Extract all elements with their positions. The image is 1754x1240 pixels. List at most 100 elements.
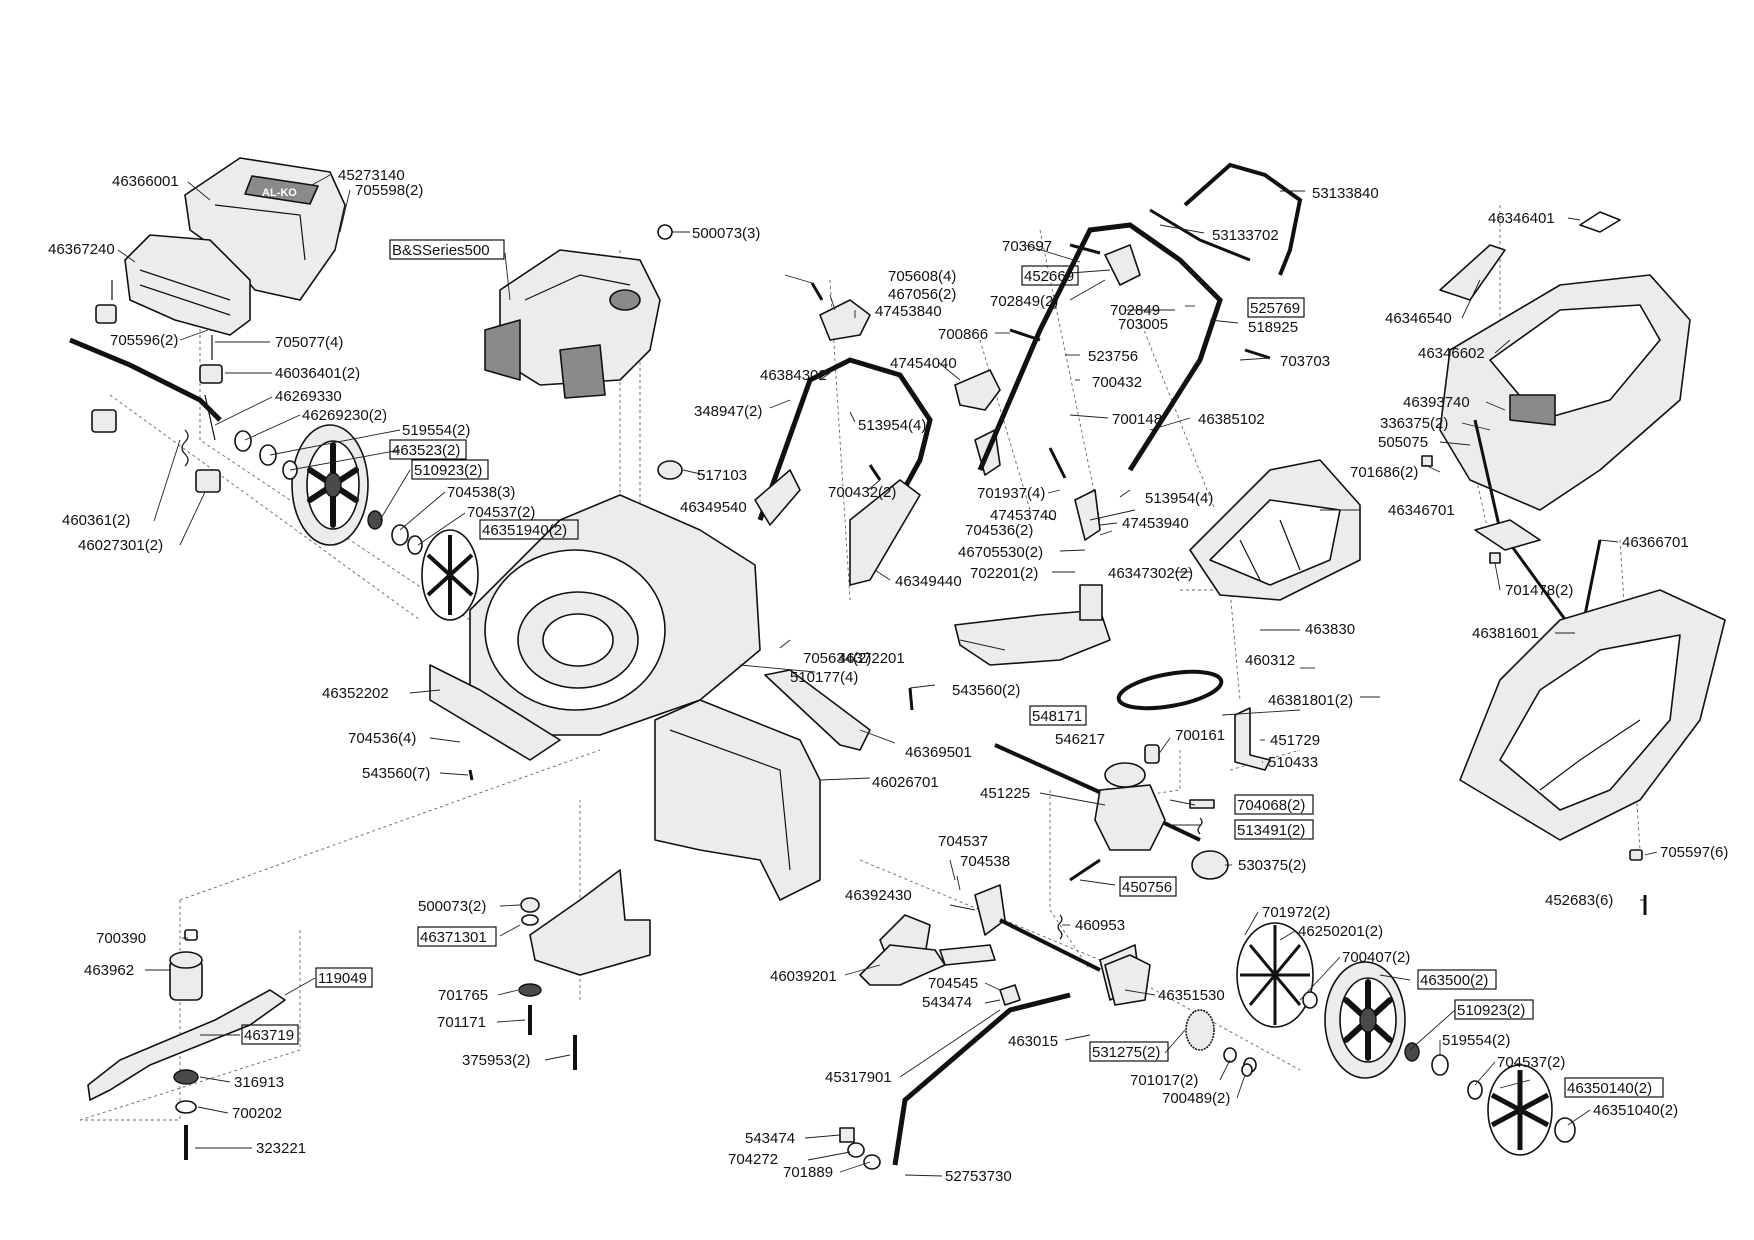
label-500073-bottom: 500073(2) xyxy=(418,898,486,915)
label-704545: 704545 xyxy=(928,975,978,992)
label-500073-top: 500073(3) xyxy=(692,225,760,242)
label-46039201: 46039201 xyxy=(770,968,837,985)
bolts xyxy=(468,243,1647,915)
label-704536-left: 704536(4) xyxy=(348,730,416,747)
label-702849-left: 702849(2) xyxy=(990,293,1058,310)
label-510923-right: 510923(2) xyxy=(1457,1002,1525,1019)
washers-left xyxy=(234,430,423,555)
label-45317901: 45317901 xyxy=(825,1069,892,1086)
label-519554-left: 519554(2) xyxy=(402,422,470,439)
label-engine-series: B&SSeries500 xyxy=(392,242,490,259)
label-463962: 463962 xyxy=(84,962,134,979)
label-box-463500 xyxy=(1417,969,1497,990)
label-450756: 450756 xyxy=(1122,879,1172,896)
mulch-plug-part xyxy=(954,584,1111,666)
label-463523: 463523(2) xyxy=(392,442,460,459)
label-46027301: 46027301(2) xyxy=(78,537,163,554)
grass-box-frame xyxy=(1473,419,1602,644)
small-hardware-right xyxy=(1241,455,1643,1077)
blade-assembly xyxy=(87,929,286,1160)
label-451729: 451729 xyxy=(1270,732,1320,749)
lower-handle-part xyxy=(754,357,933,586)
label-510923-left: 510923(2) xyxy=(414,462,482,479)
label-box-46371301 xyxy=(417,926,497,947)
label-box-704068 xyxy=(1234,794,1314,815)
label-45273140: 45273140 xyxy=(338,167,405,184)
label-705598: 705598(2) xyxy=(355,182,423,199)
label-46381801: 46381801(2) xyxy=(1268,692,1353,709)
label-705077: 705077(4) xyxy=(275,334,343,351)
label-704536-mid: 704536(2) xyxy=(965,522,1033,539)
label-46384302: 46384302 xyxy=(760,367,827,384)
label-box-513491 xyxy=(1234,819,1314,840)
label-702849-right: 702849 xyxy=(1110,302,1160,319)
engine-part xyxy=(484,249,661,399)
brake-bar-part xyxy=(1149,162,1303,276)
label-46352202: 46352202 xyxy=(322,685,389,702)
label-701171: 701171 xyxy=(437,1014,486,1031)
label-47453840: 47453840 xyxy=(875,303,942,320)
label-119049: 119049 xyxy=(318,970,367,987)
label-705596: 705596(2) xyxy=(110,332,178,349)
label-46705530: 46705530(2) xyxy=(958,544,1043,561)
label-46351530: 46351530 xyxy=(1158,987,1225,1004)
label-46347302: 46347302(2) xyxy=(1108,565,1193,582)
label-46350140: 46350140(2) xyxy=(1567,1080,1652,1097)
label-box-46351940 xyxy=(479,519,579,540)
leader-lines xyxy=(117,174,1658,1177)
label-348947: 348947(2) xyxy=(694,403,762,420)
label-518925: 518925 xyxy=(1248,319,1298,336)
label-46366001: 46366001 xyxy=(112,173,179,190)
label-46346701: 46346701 xyxy=(1388,502,1455,519)
label-705634: 705634(2) xyxy=(803,650,871,667)
label-46351940: 46351940(2) xyxy=(482,522,567,539)
rear-discharge-guard xyxy=(654,699,821,901)
label-375953: 375953(2) xyxy=(462,1052,530,1069)
label-46269330: 46269330 xyxy=(275,388,342,405)
fill-indicator-part xyxy=(1439,211,1621,301)
label-box-525769 xyxy=(1247,297,1305,318)
label-47453740: 47453740 xyxy=(990,507,1057,524)
label-46393740: 46393740 xyxy=(1403,394,1470,411)
label-543474-bottom: 543474 xyxy=(745,1130,795,1147)
front-shroud-part xyxy=(124,234,251,336)
cable-spring xyxy=(1057,858,1101,940)
label-46366701: 46366701 xyxy=(1622,534,1689,551)
label-47453940: 47453940 xyxy=(1122,515,1189,532)
label-46381601: 46381601 xyxy=(1472,625,1539,642)
label-543474-mid: 543474 xyxy=(922,994,972,1011)
label-box-510923-left xyxy=(411,459,489,480)
label-546217: 546217 xyxy=(1055,731,1105,748)
label-505075: 505075 xyxy=(1378,434,1428,451)
label-703005: 703005 xyxy=(1118,316,1168,333)
label-460953: 460953 xyxy=(1075,917,1125,934)
label-53133840: 53133840 xyxy=(1312,185,1379,202)
hubcap-left xyxy=(421,529,479,621)
engine-fasteners xyxy=(657,224,683,480)
label-323221: 323221 xyxy=(256,1140,306,1157)
label-531275: 531275(2) xyxy=(1092,1044,1160,1061)
label-46351040: 46351040(2) xyxy=(1593,1102,1678,1119)
label-460312: 460312 xyxy=(1245,652,1295,669)
grass-box-top xyxy=(1439,274,1691,511)
label-box-engine xyxy=(389,239,505,260)
label-700407: 700407(2) xyxy=(1342,949,1410,966)
label-705597: 705597(6) xyxy=(1660,844,1728,861)
label-702201: 702201(2) xyxy=(970,565,1038,582)
label-46371301: 46371301 xyxy=(420,929,487,946)
label-box-450756 xyxy=(1119,876,1177,897)
label-701478: 701478(2) xyxy=(1505,582,1573,599)
hubcap-right xyxy=(1487,1064,1576,1156)
label-701765: 701765 xyxy=(438,987,488,1004)
label-704538-mid: 704538 xyxy=(960,853,1010,870)
label-336375: 336375(2) xyxy=(1380,415,1448,432)
label-700432-left: 700432(2) xyxy=(828,484,896,501)
bracket-part xyxy=(1234,707,1271,771)
label-703697: 703697 xyxy=(1002,238,1052,255)
mower-deck-part xyxy=(429,494,761,761)
label-46250201: 46250201(2) xyxy=(1298,923,1383,940)
label-46346401: 46346401 xyxy=(1488,210,1555,227)
grass-box-lid xyxy=(1189,459,1361,601)
label-46026701: 46026701 xyxy=(872,774,939,791)
label-46385102: 46385102 xyxy=(1198,411,1265,428)
